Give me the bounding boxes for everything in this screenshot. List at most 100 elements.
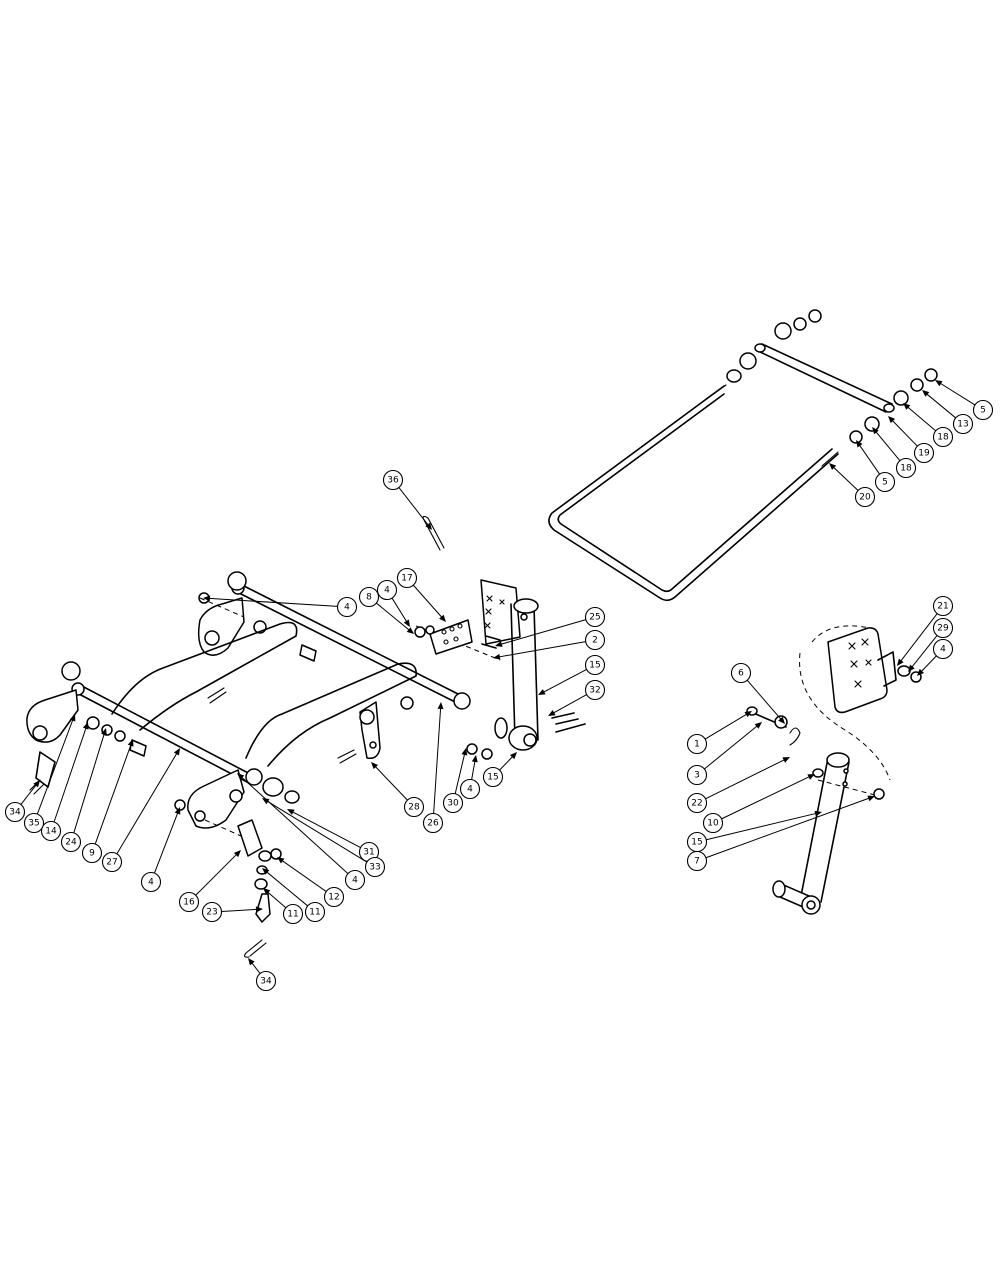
callout-circle bbox=[376, 579, 398, 601]
arm-top-boss bbox=[513, 598, 539, 614]
callout-number: 16 bbox=[183, 898, 195, 908]
spacer-icon bbox=[774, 322, 792, 340]
arrowhead-icon bbox=[255, 906, 263, 913]
leader-line bbox=[890, 418, 918, 447]
leader-line bbox=[910, 635, 938, 670]
arrowhead-icon bbox=[867, 795, 875, 802]
washer-icon bbox=[793, 317, 807, 331]
callout-5: 5 bbox=[972, 399, 994, 421]
callout-3: 3 bbox=[686, 764, 708, 786]
leader-line bbox=[53, 725, 88, 823]
leader-line bbox=[919, 655, 937, 674]
pivot-hole bbox=[194, 810, 206, 822]
leader-line bbox=[704, 724, 760, 770]
callout-circle bbox=[178, 891, 200, 913]
leader-line bbox=[373, 764, 408, 801]
callout-35: 35 bbox=[23, 812, 45, 834]
callout-number: 14 bbox=[45, 827, 57, 837]
leader-line bbox=[498, 619, 587, 646]
callout-26: 26 bbox=[422, 812, 444, 834]
arrowhead-icon bbox=[471, 755, 478, 763]
callout-number: 21 bbox=[937, 602, 948, 612]
nut-icon bbox=[924, 368, 938, 382]
u-rod-thread-a bbox=[705, 384, 727, 400]
leader-line bbox=[831, 465, 859, 491]
spacer-icon bbox=[897, 665, 911, 677]
arrowhead-icon bbox=[829, 463, 837, 470]
callout-number: 7 bbox=[694, 857, 700, 867]
leader-line bbox=[376, 602, 412, 632]
callout-circle bbox=[686, 850, 708, 872]
arrowhead-icon bbox=[856, 440, 863, 448]
arrowhead-icon bbox=[908, 664, 915, 672]
callout-number: 4 bbox=[148, 878, 154, 888]
bolt-icon bbox=[555, 723, 586, 733]
callout-circle bbox=[304, 901, 326, 923]
leader-line bbox=[496, 641, 586, 658]
arrowhead-icon bbox=[82, 722, 89, 730]
cotter-pin-icon bbox=[207, 687, 227, 704]
callout-circle bbox=[403, 796, 425, 818]
pedal-plate bbox=[827, 627, 888, 714]
callout-4: 4 bbox=[932, 638, 954, 660]
arrowhead-icon bbox=[754, 722, 762, 729]
callout-4: 4 bbox=[140, 871, 162, 893]
pedal-bracket-holes bbox=[441, 623, 463, 645]
arrowhead-icon bbox=[778, 716, 785, 724]
callout-19: 19 bbox=[913, 442, 935, 464]
callout-16: 16 bbox=[178, 891, 200, 913]
pin-icon bbox=[481, 635, 501, 649]
callout-circle bbox=[584, 654, 606, 676]
callout-circle bbox=[140, 871, 162, 893]
arrowhead-icon bbox=[903, 403, 911, 410]
arrowhead-icon bbox=[406, 627, 414, 634]
leader-line bbox=[899, 613, 938, 664]
assembly-axis bbox=[817, 779, 876, 796]
main-pedal-tread-marks bbox=[484, 595, 505, 629]
clevis-pin-icon bbox=[299, 644, 317, 662]
leader-line bbox=[391, 597, 409, 624]
callout-circle bbox=[874, 471, 896, 493]
nut-icon bbox=[726, 369, 742, 383]
callout-number: 36 bbox=[387, 476, 399, 486]
leader-line bbox=[264, 870, 309, 907]
callout-number: 23 bbox=[206, 908, 217, 918]
callout-2: 2 bbox=[584, 629, 606, 651]
arrowhead-icon bbox=[237, 773, 245, 780]
arrowhead-icon bbox=[437, 702, 444, 710]
arrowhead-icon bbox=[744, 711, 752, 718]
nut-icon bbox=[873, 788, 885, 800]
leader-line bbox=[924, 392, 957, 419]
pedal-arm bbox=[800, 757, 850, 903]
leader-line bbox=[499, 754, 515, 771]
adjuster-bracket bbox=[237, 819, 263, 857]
pivot-boss bbox=[204, 630, 220, 646]
arm-hole bbox=[520, 613, 528, 621]
callout-number: 2 bbox=[592, 636, 598, 646]
callout-circle bbox=[336, 596, 358, 618]
cross-bar-end-a bbox=[754, 343, 766, 353]
arrowhead-icon bbox=[403, 619, 410, 627]
callout-number: 33 bbox=[369, 863, 380, 873]
callout-34: 34 bbox=[255, 970, 277, 992]
main-pedal-arm bbox=[510, 603, 539, 741]
callout-24: 24 bbox=[60, 831, 82, 853]
callout-15: 15 bbox=[482, 766, 504, 788]
arrowhead-icon bbox=[782, 757, 790, 763]
callout-number: 11 bbox=[309, 908, 320, 918]
nut-icon bbox=[808, 309, 822, 323]
callout-number: 1 bbox=[694, 740, 700, 750]
arrowhead-icon bbox=[495, 641, 503, 647]
callout-circle bbox=[686, 733, 708, 755]
main-pedal-assembly bbox=[414, 579, 586, 751]
callout-4: 4 bbox=[344, 869, 366, 891]
nut-icon bbox=[481, 748, 493, 760]
callout-4: 4 bbox=[376, 579, 398, 601]
leader-line bbox=[471, 758, 476, 780]
main-pedal-plate bbox=[480, 579, 521, 645]
leader-line bbox=[541, 668, 587, 694]
callout-5: 5 bbox=[874, 471, 896, 493]
callout-circle bbox=[364, 856, 386, 878]
leader-line bbox=[874, 429, 901, 462]
callout-number: 11 bbox=[287, 910, 298, 920]
